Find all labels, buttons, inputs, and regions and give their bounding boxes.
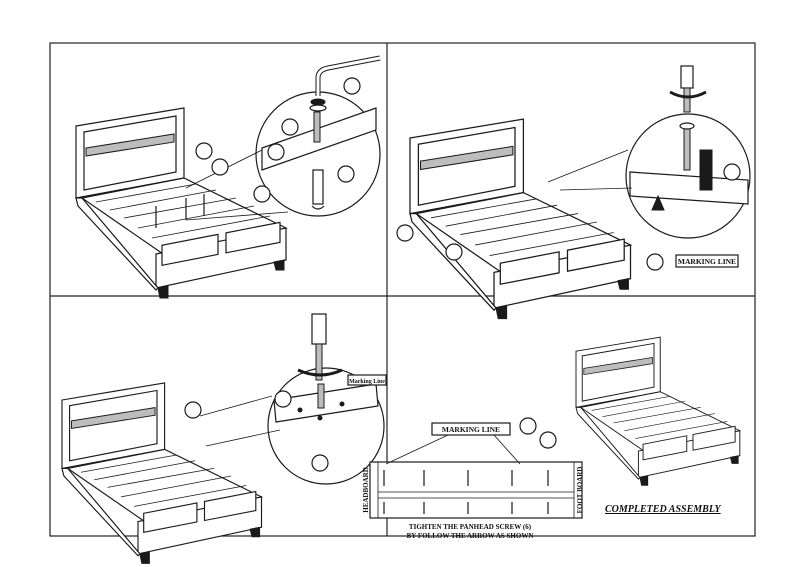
part-callout-circles (396, 163, 741, 271)
instruction-line-2: BY FOLLOW THE ARROW AS SHOWN (407, 532, 534, 540)
slat-screw-marks (383, 470, 549, 514)
zoom-callout-circle (625, 65, 751, 239)
marking-line-tag: MARKING LINE (675, 254, 739, 268)
leader-lines (547, 149, 633, 191)
footboard-label: FOOT BOARD (576, 467, 584, 514)
zoom-callout-circle (267, 313, 385, 485)
instruction-line-1: TIGHTEN THE PANHEAD SCREW (6) (409, 523, 532, 531)
part-callout-circles (184, 390, 329, 472)
completed-assembly-title: COMPLETED ASSEMBLY (605, 504, 722, 515)
panel-4-top-view-and-completed: HEADBOARD FOOT BOARD MARKING LINE TIGHTE… (362, 336, 741, 540)
marking-line-label: Marking Line (349, 379, 385, 385)
top-view-plan: HEADBOARD FOOT BOARD (362, 461, 584, 519)
headboard-label: HEADBOARD (362, 467, 370, 513)
completed-bed-illustration (575, 336, 741, 486)
marking-line-callout: MARKING LINE (385, 417, 557, 465)
panel-2-slat-screw: MARKING LINE (396, 65, 751, 320)
tighten-instruction: TIGHTEN THE PANHEAD SCREW (6) BY FOLLOW … (407, 523, 534, 540)
panel-1-slat-support-legs (75, 55, 381, 299)
zoom-callout-circle (255, 55, 381, 217)
part-callout-circles (195, 77, 361, 203)
leader-lines (199, 395, 281, 447)
bed-frame-illustration (75, 107, 287, 299)
marking-line-label: MARKING LINE (442, 425, 500, 434)
marking-line-label: MARKING LINE (678, 257, 736, 266)
completed-assembly-label: COMPLETED ASSEMBLY (605, 504, 722, 515)
panel-3-slat-screws: Marking Line (61, 313, 387, 564)
bed-frame-illustration (409, 118, 632, 320)
marking-line-tag: Marking Line (347, 374, 387, 386)
